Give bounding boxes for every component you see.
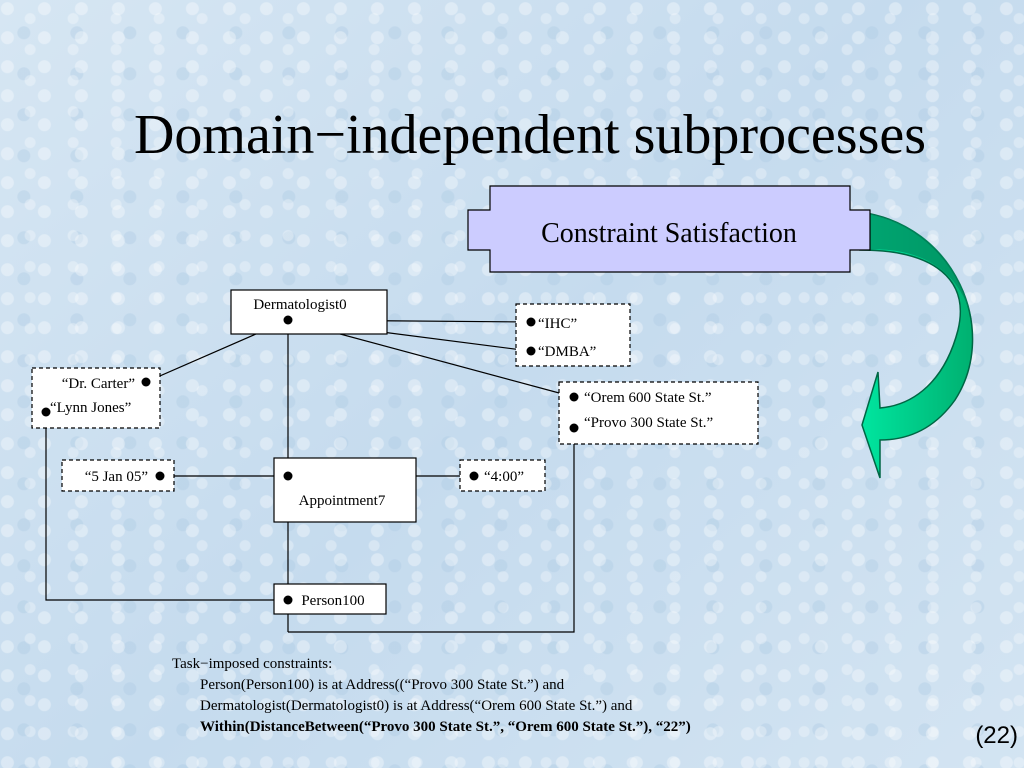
constraint-satisfaction-label: Constraint Satisfaction — [541, 218, 797, 249]
person-object: Person100 — [273, 583, 387, 615]
appointment-object: Appointment7 — [273, 457, 417, 523]
task-constraints: Task−imposed constraints: Person(Person1… — [172, 654, 691, 738]
dr-carter-value: “Dr. Carter” — [62, 376, 135, 392]
names-lexicon: “Dr. Carter” “Lynn Jones” — [31, 367, 161, 429]
page-number: (22) — [975, 722, 1018, 749]
curved-arrow-icon — [859, 211, 974, 479]
person-label: Person100 — [301, 593, 364, 609]
provo-address-value: “Provo 300 State St.” — [584, 415, 713, 431]
constraint-satisfaction-box: Constraint Satisfaction — [467, 185, 871, 273]
constraint-line-dermatologist: Dermatologist(Dermatologist0) is at Addr… — [200, 698, 633, 714]
constraints-heading: Task−imposed constraints: — [172, 656, 333, 672]
dmba-value: “DMBA” — [538, 344, 596, 360]
connection-dots — [41, 315, 579, 605]
insurance-lexicon: “IHC” “DMBA” — [515, 303, 631, 367]
constraint-line-distance: Within(DistanceBetween(“Provo 300 State … — [200, 719, 691, 735]
ihc-value: “IHC” — [538, 316, 577, 332]
appointment-label: Appointment7 — [299, 493, 386, 509]
dermatologist-label: Dermatologist0 — [253, 297, 346, 313]
slide-title: Domain−independent subprocesses — [133, 104, 927, 166]
dermatologist-object: Dermatologist0 — [230, 289, 388, 335]
lynn-jones-value: “Lynn Jones” — [50, 400, 131, 416]
orem-address-value: “Orem 600 State St.” — [584, 390, 711, 406]
time-value: “4:00” — [484, 469, 524, 485]
address-lexicon: “Orem 600 State St.” “Provo 300 State St… — [558, 381, 759, 445]
date-value: “5 Jan 05” — [85, 469, 148, 485]
date-lexicon: “5 Jan 05” — [61, 459, 175, 492]
constraint-line-person: Person(Person100) is at Address((“Provo … — [200, 677, 565, 693]
